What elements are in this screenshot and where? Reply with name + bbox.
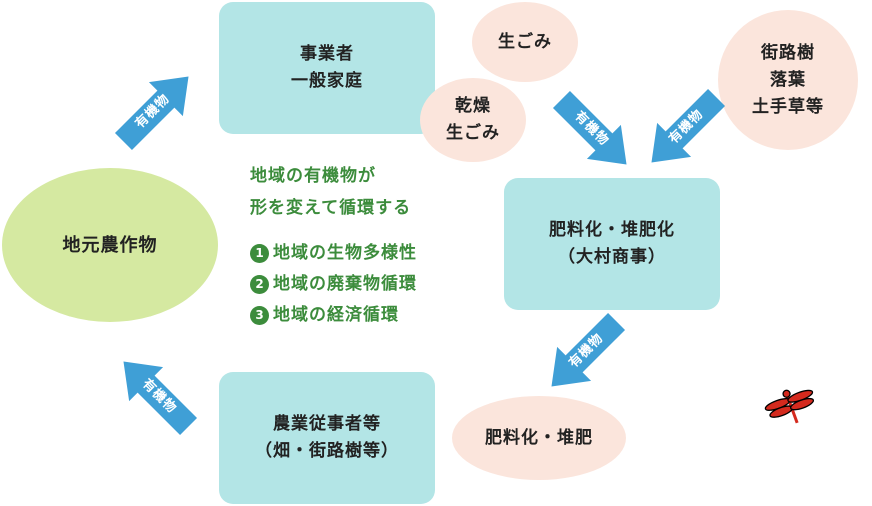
street-trees-label: 街路樹 — [761, 42, 815, 63]
node-compost: 肥料化・堆肥 — [452, 396, 626, 480]
farmers-places-label: （畑・街路樹等） — [255, 441, 399, 461]
dried-food-waste-label: 生ごみ — [446, 123, 500, 143]
dragonfly-icon — [762, 386, 820, 426]
composting-label: 肥料化・堆肥化 — [549, 220, 675, 240]
number-badge: 2 — [250, 275, 269, 294]
dried-label: 乾燥 — [455, 96, 491, 116]
point-waste-cycle: 2 地域の廃棄物循環 — [250, 269, 490, 300]
node-local-crops: 地元農作物 — [2, 168, 218, 322]
point-text: 地域の経済循環 — [273, 305, 399, 325]
node-business-household: 事業者 一般家庭 — [219, 2, 435, 134]
arrow-farmers-to-crops: 有機物 — [107, 345, 206, 444]
node-food-waste: 生ごみ — [472, 2, 578, 82]
point-biodiversity: 1 地域の生物多様性 — [250, 238, 490, 269]
point-economic-cycle: 3 地域の経済循環 — [250, 300, 490, 331]
local-crops-label: 地元農作物 — [62, 234, 158, 256]
message-line-2: 形を変えて循環する — [250, 198, 412, 218]
number-badge: 3 — [250, 306, 269, 325]
food-waste-label: 生ごみ — [498, 31, 552, 52]
fallen-leaves-label: 落葉 — [770, 69, 806, 90]
farmers-label: 農業従事者等 — [273, 414, 381, 434]
number-badge: 1 — [250, 244, 269, 263]
arrow-food-waste-to-composting: 有機物 — [545, 83, 644, 182]
node-dried-food-waste: 乾燥 生ごみ — [420, 78, 526, 162]
business-label: 事業者 — [300, 44, 354, 64]
node-street-leaves: 街路樹 落葉 土手草等 — [718, 10, 858, 150]
arrow-leaves-to-composting: 有機物 — [635, 81, 734, 180]
point-text: 地域の生物多様性 — [273, 243, 417, 263]
node-composting: 肥料化・堆肥化 （大村商事） — [504, 178, 720, 310]
arrow-composting-to-compost: 有機物 — [535, 305, 634, 404]
arrow-crops-to-business: 有機物 — [107, 60, 206, 159]
cycle-message: 地域の有機物が 形を変えて循環する 1 地域の生物多様性 2 地域の廃棄物循環 … — [250, 160, 490, 331]
household-label: 一般家庭 — [291, 71, 363, 91]
company-label: （大村商事） — [558, 247, 666, 267]
point-text: 地域の廃棄物循環 — [273, 274, 417, 294]
compost-label: 肥料化・堆肥 — [485, 427, 593, 448]
message-line-1: 地域の有機物が — [250, 166, 376, 186]
embankment-grass-label: 土手草等 — [752, 96, 824, 117]
node-farmers: 農業従事者等 （畑・街路樹等） — [219, 372, 435, 504]
